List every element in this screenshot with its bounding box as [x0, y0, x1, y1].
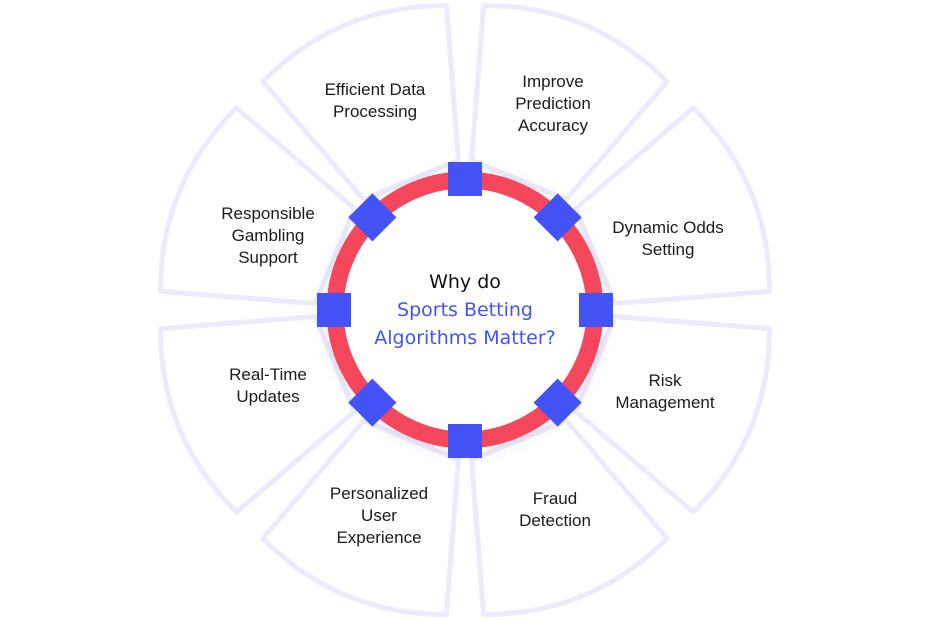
petal-outline-efficient-data-processing — [260, 3, 461, 202]
label-risk-management: Risk Management — [615, 371, 715, 412]
petal-outline-real-time-updates — [158, 314, 357, 515]
petal-outline-fraud-detection — [469, 418, 670, 617]
label-fraud-detection: Fraud Detection — [519, 489, 591, 530]
petal-outline-dynamic-odds-setting — [573, 105, 772, 306]
connector-square-3 — [579, 293, 613, 327]
petal-outline-risk-management — [573, 314, 772, 515]
petal-outline-improve-prediction-accuracy — [469, 3, 670, 202]
label-real-time-updates: Real-Time Updates — [229, 365, 307, 406]
connector-square-8 — [348, 193, 397, 242]
label-personalized-user-experience: Personalized User Experience — [329, 484, 429, 547]
connector-square-2 — [533, 193, 582, 242]
petal-outline-responsible-gambling-support — [158, 105, 357, 306]
connector-square-7 — [317, 293, 351, 327]
center-title-line-1: Why do — [429, 271, 501, 293]
label-responsible-gambling-support: Responsible Gambling Support — [221, 204, 315, 267]
petal-outline-personalized-user-experience — [260, 418, 461, 617]
label-improve-prediction-accuracy: Improve Prediction Accuracy — [515, 72, 591, 135]
label-dynamic-odds-setting: Dynamic Odds Setting — [612, 218, 724, 259]
petal-outlines — [158, 3, 772, 617]
connector-square-5 — [448, 424, 482, 458]
connector-square-4 — [533, 378, 582, 427]
ring-connectors — [317, 162, 613, 458]
connector-square-1 — [448, 162, 482, 196]
connector-square-6 — [348, 378, 397, 427]
label-efficient-data-processing: Efficient Data Processing — [324, 80, 426, 121]
center-title: Why do Sports Betting Algorithms Matter? — [345, 268, 585, 352]
center-title-highlight: Sports Betting Algorithms Matter? — [374, 299, 556, 349]
